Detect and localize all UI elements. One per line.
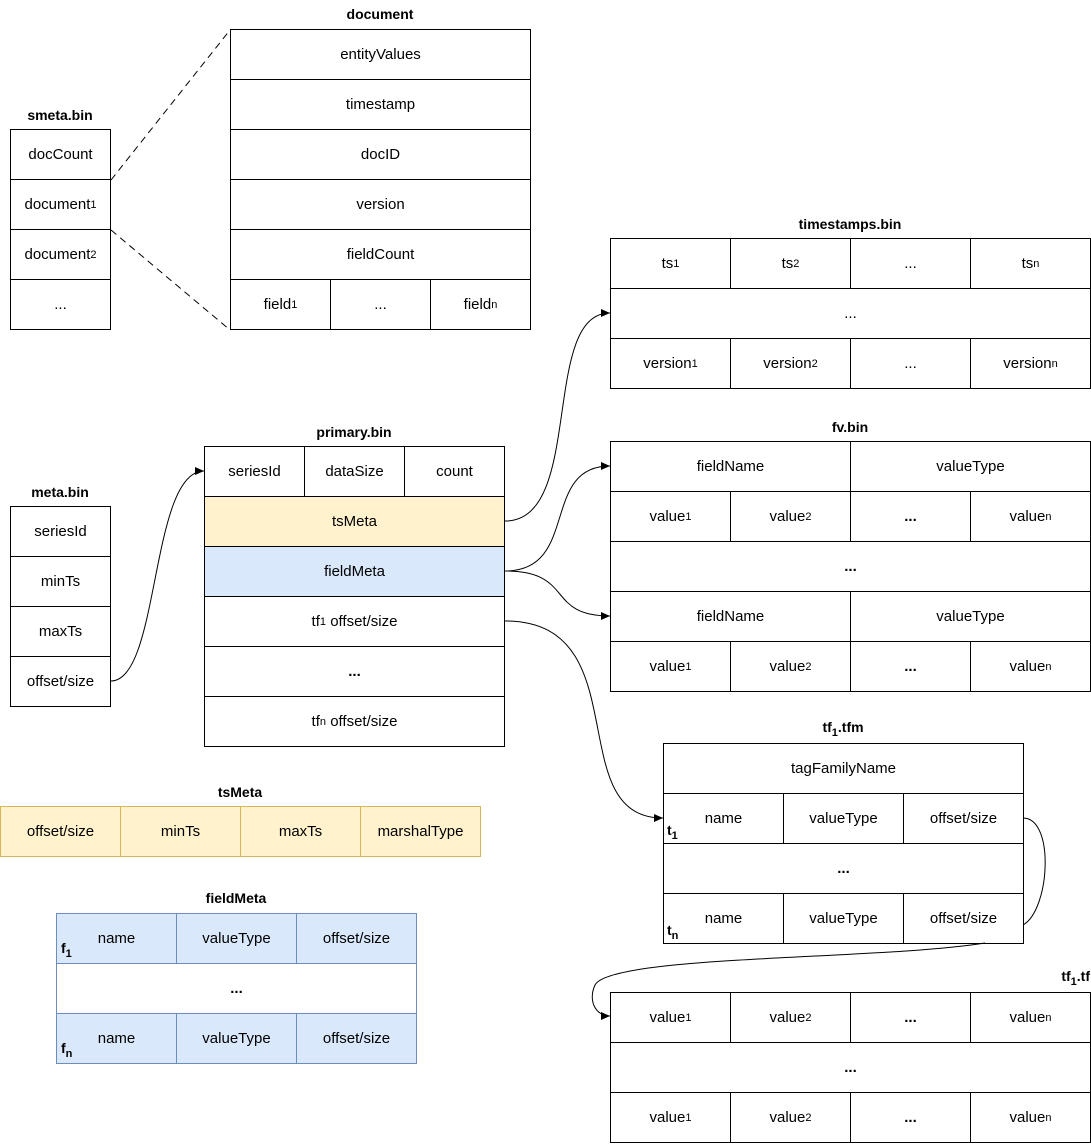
fv-middle-ellipsis: ... [610, 541, 1091, 592]
fv-value-2-ellipsis: ... [850, 641, 971, 692]
primary-fieldmeta: fieldMeta [204, 546, 505, 597]
fv-fieldname-1: fieldName [610, 441, 851, 492]
primary-ellipsis: ... [204, 646, 505, 697]
zoom-line-top [110, 29, 231, 181]
tsmeta-offset-size: offset/size [0, 806, 121, 857]
fieldmeta-rown-valuetype: valueType [176, 1013, 297, 1064]
tsmeta-title: tsMeta [217, 784, 263, 800]
tsmeta-marshaltype: marshalType [360, 806, 481, 857]
timestamps-title: timestamps.bin [798, 216, 902, 232]
fv-title: fv.bin [831, 419, 869, 435]
fieldmeta-to-fv-arrow-2 [504, 570, 611, 620]
document-row-fieldcount: fieldCount [230, 229, 531, 280]
primary-title: primary.bin [316, 424, 392, 440]
meta-to-primary-arrow [110, 467, 205, 682]
document-row-version: version [230, 179, 531, 230]
fv-valuetype-2: valueType [850, 591, 1091, 642]
meta-seriesid: seriesId [10, 506, 111, 557]
fv-valuetype-1: valueType [850, 441, 1091, 492]
tfm-rown-offset-size: offset/size [903, 893, 1024, 944]
meta-maxts: maxTs [10, 606, 111, 657]
meta-mints: minTs [10, 556, 111, 607]
document-row-entityvalues: entityValues [230, 29, 531, 80]
tf-row1-ellipsis: ... [850, 992, 971, 1043]
tsmeta-maxts: maxTs [240, 806, 361, 857]
fieldmeta-title: fieldMeta [205, 890, 267, 906]
tsmeta-mints: minTs [120, 806, 241, 857]
fieldmeta-rown-name: name [56, 1013, 177, 1064]
document-row-timestamp: timestamp [230, 79, 531, 130]
tfm-rown-label: tn [667, 922, 679, 942]
tfm-to-tf-arrow [591, 942, 986, 1020]
timestamps-version-ellipsis: ... [850, 338, 971, 389]
primary-count: count [404, 446, 505, 497]
primary-seriesid: seriesId [204, 446, 305, 497]
timestamps-ts-ellipsis: ... [850, 238, 971, 289]
tfm-row1-label: t1 [667, 822, 678, 842]
zoom-line-bottom [110, 229, 231, 331]
fieldmeta-rown-offset-size: offset/size [296, 1013, 417, 1064]
smeta-ellipsis: ... [10, 279, 111, 330]
tfm-row1-offset-size: offset/size [903, 793, 1024, 844]
smeta-doccount: docCount [10, 129, 111, 180]
fieldmeta-row1-offset-size: offset/size [296, 913, 417, 964]
tfm-rown-name: name [663, 893, 784, 944]
tf-title: tf1.tf [1061, 968, 1090, 988]
smeta-title: smeta.bin [27, 107, 93, 123]
tfm-rown-valuetype: valueType [783, 893, 904, 944]
document-field-ellipsis: ... [330, 279, 431, 330]
tsmeta-to-timestamps-arrow [504, 309, 611, 522]
tfm-row1-name: name [663, 793, 784, 844]
tfm-loop-curve [1022, 817, 1046, 926]
tf1-to-tfm-arrow [504, 620, 664, 822]
fieldmeta-row1-valuetype: valueType [176, 913, 297, 964]
tf-row2-ellipsis: ... [850, 1092, 971, 1143]
fv-value-1-ellipsis: ... [850, 491, 971, 542]
tfm-title: tf1.tfm [822, 719, 864, 739]
fieldmeta-ellipsis: ... [56, 963, 417, 1014]
document-title: document [346, 6, 414, 22]
fieldmeta-row1-name: name [56, 913, 177, 964]
fv-fieldname-2: fieldName [610, 591, 851, 642]
tfm-tagfamilyname: tagFamilyName [663, 743, 1024, 794]
fieldmeta-rown-label: fn [61, 1040, 73, 1060]
fieldmeta-row1-label: f1 [61, 940, 72, 960]
tfm-row1-valuetype: valueType [783, 793, 904, 844]
timestamps-middle-ellipsis: ... [610, 288, 1091, 339]
meta-title: meta.bin [31, 484, 89, 500]
meta-offset-size: offset/size [10, 656, 111, 707]
tf-middle-ellipsis: ... [610, 1042, 1091, 1093]
tfm-ellipsis: ... [663, 843, 1024, 894]
primary-tsmeta: tsMeta [204, 496, 505, 547]
document-row-docid: docID [230, 129, 531, 180]
fieldmeta-to-fv-arrow-1 [504, 462, 611, 572]
primary-datasize: dataSize [304, 446, 405, 497]
